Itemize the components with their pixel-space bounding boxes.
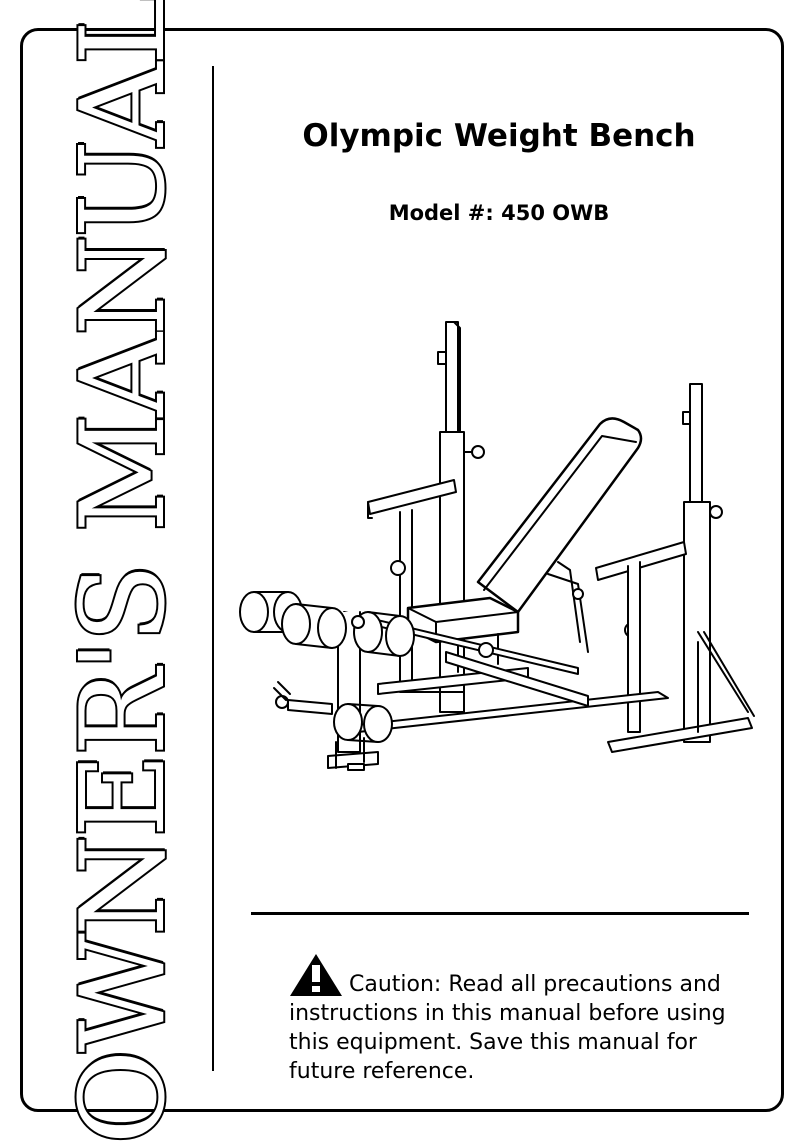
horizontal-divider <box>251 912 749 915</box>
page-border <box>20 28 784 1112</box>
right-safety-arm <box>595 541 687 733</box>
spine-title: OWNER'S MANUAL <box>54 0 193 1145</box>
feet <box>347 763 365 771</box>
leg-developer <box>239 591 579 753</box>
base-frame <box>327 631 755 769</box>
weight-bench-illustration <box>239 321 755 771</box>
caution-notice: Caution: Read all precautions and instru… <box>289 953 739 1086</box>
warning-icon <box>290 954 342 996</box>
caution-text: Caution: Read all precautions and instru… <box>289 972 726 1084</box>
page-title: Olympic Weight Bench <box>302 118 696 154</box>
backrest <box>476 417 643 653</box>
model-number: Model #: 450 OWB <box>388 201 610 225</box>
vertical-divider <box>212 66 214 1071</box>
left-upright <box>404 321 485 713</box>
